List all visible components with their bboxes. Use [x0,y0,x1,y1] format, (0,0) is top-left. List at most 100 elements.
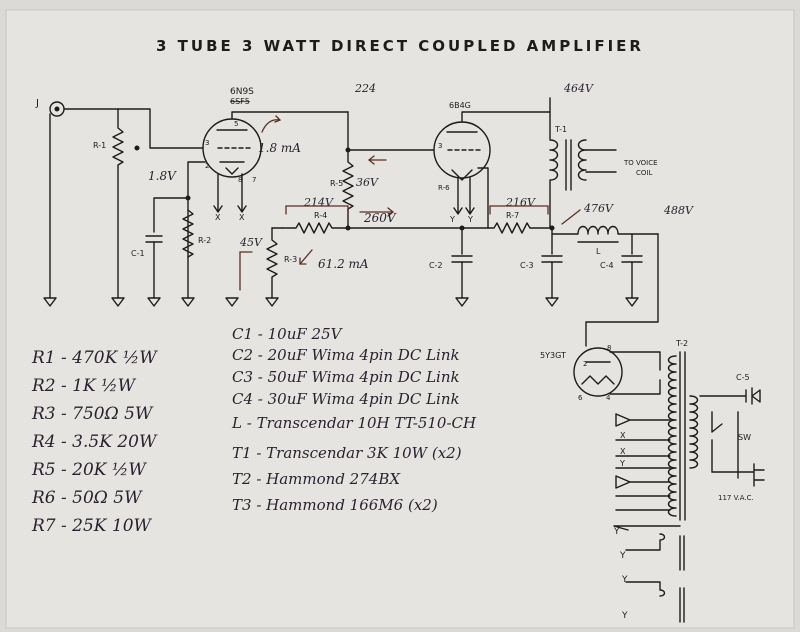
annotation-v476: 476V [583,202,614,215]
r5-resistor [342,149,354,229]
jack-label: J [35,98,39,109]
part-c4: C4 - 30uF Wima 4pin DC Link [232,390,460,408]
part-r3: R3 - 750Ω 5W [31,404,154,424]
choke-label: L [596,247,601,256]
pointer [561,209,581,225]
r3-resistor [266,227,278,299]
t2-tap-x2: X [620,447,626,456]
part-r6: R6 - 50Ω 5W [31,488,143,508]
v2-plate-wire [461,97,551,123]
v1-cathode-wire [187,161,206,299]
annotation-v214: 214V [303,196,334,209]
r6-label: R-6 [438,184,450,192]
t2-tap-x: X [620,431,626,440]
r2-label: R-2 [198,236,211,245]
ground-symbol [43,297,57,307]
t3-transformer-1 [625,533,685,571]
voice-coil-label-2: COIL [636,169,652,177]
annotation-v45: 45V [239,236,263,249]
b-plus-feed [585,233,659,347]
r5-label: R-5 [330,179,343,188]
mains-plug [753,463,765,487]
annotation-v36: 36V [356,176,379,189]
part-r4: R4 - 3.5K 20W [31,432,158,452]
v2-cathode-wire [477,167,489,229]
bracket [489,205,549,215]
r1-resistor [112,108,124,299]
current-arrow [299,249,313,265]
part-r2: R2 - 1K ½W [31,376,137,396]
part-t1: T1 - Transcendar 3K 10W (x2) [232,444,462,462]
mains-label: 117 V.A.C. [718,494,754,502]
tube-v1-struck-type: 6SF5 [230,97,250,106]
v1-pin-8: 8 [238,176,242,184]
annotation-ma1-8: 1.8 mA [258,141,301,155]
v2-heater-y [453,177,463,215]
t2-secondary [667,355,677,517]
r1-label: R-1 [93,141,106,150]
rect-plate-1 [609,351,661,371]
v1-plate-wire [231,111,349,120]
r7-resistor [487,222,553,234]
bracket [239,251,253,291]
part-r1: R1 - 470K ½W [31,348,158,368]
t2-tap-y: Y [619,459,625,468]
ground-symbol [625,297,639,307]
mains-wire [711,411,755,479]
tube-rectifier [573,347,623,397]
v2-pin-3: 3 [438,142,442,150]
t1-label: T-1 [554,125,567,134]
part-c2: C2 - 20uF Wima 4pin DC Link [232,346,460,364]
input-wire [63,108,204,149]
rect-plate-2 [609,379,661,395]
rect-pin-8: 8 [607,344,611,352]
v2-heater-label-2: Y [467,215,473,224]
t3-y-4: Y [621,611,628,621]
switch-label: SW [738,433,751,442]
c3-label: C-3 [520,261,534,270]
v1-heater-label-2: X [239,213,245,222]
part-t3: T3 - Hammond 166M6 (x2) [232,496,438,514]
ground-symbol [545,297,559,307]
paper [5,9,795,629]
t1-primary [549,111,559,229]
part-l: L - Transcendar 10H TT-510-CH [231,414,477,432]
ground-symbol [147,297,161,307]
rectifier-type: 5Y3GT [540,351,566,360]
v1-heater-x [213,173,223,213]
t3-transformer-2 [625,581,685,623]
rect-pin-4: 4 [606,394,611,402]
voice-coil-label-1: TO VOICE [623,159,658,167]
annotation-v1-8: 1.8V [148,169,177,183]
v2-heater-y2 [465,177,475,215]
r2-resistor [182,209,194,258]
c1-label: C-1 [131,249,145,258]
rect-pin-6: 6 [578,394,583,402]
t3-y-1: Y [613,527,620,537]
bracket [285,205,349,215]
junction-dot [134,145,140,151]
r4-label: R-4 [314,211,327,220]
tube-v1-type: 6N9S [230,87,254,97]
current-arrow [261,115,282,133]
r4-resistor [281,222,349,234]
t1-core [565,139,572,191]
rect-pin-2: 2 [583,360,587,368]
ground-symbol [181,297,195,307]
t1-secondary [577,139,587,181]
ground-symbol [455,297,469,307]
power-switch [711,411,723,473]
v1-pin-2: 2 [205,162,209,170]
annotation-ma61: 61.2 mA [318,257,369,271]
part-c3: C3 - 50uF Wima 4pin DC Link [232,368,460,386]
ground-symbol [225,297,239,307]
arrow [359,207,395,217]
annotation-v260: 260V [363,211,397,225]
annotation-v216: 216V [505,196,536,209]
part-r7: R7 - 25K 10W [31,516,153,536]
voice-coil-leads [585,149,617,173]
part-r5: R5 - 20K ½W [31,460,147,480]
t2-core [679,351,686,521]
